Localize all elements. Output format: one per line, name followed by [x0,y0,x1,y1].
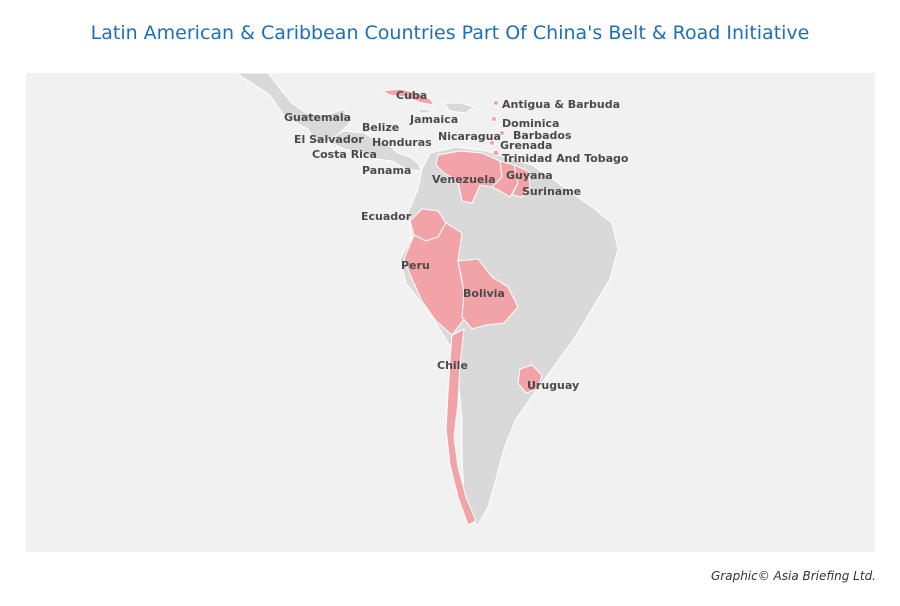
land-jamaica [417,108,431,114]
label-cuba: Cuba [396,89,428,102]
country-barbados [499,130,505,136]
country-dominica [491,116,497,122]
label-uruguay: Uruguay [527,379,580,392]
label-grenada: Grenada [500,139,553,152]
country-venezuela [435,150,503,204]
country-trinidad-tobago [492,149,500,157]
country-suriname [511,164,531,198]
label-venezuela: Venezuela [432,173,496,186]
label-antigua-barbuda: Antigua & Barbuda [502,98,620,111]
label-jamaica: Jamaica [410,113,459,126]
label-peru: Peru [401,259,430,272]
label-barbados: Barbados [513,129,572,142]
land-south-america [399,146,619,526]
country-cuba [380,88,436,106]
label-nicaragua: Nicaragua [438,130,501,143]
label-chile: Chile [437,359,468,372]
label-suriname: Suriname [522,185,582,198]
land-hispaniola [443,102,476,114]
map-panel: Cuba Antigua & Barbuda Guatemala Belize … [26,73,875,552]
country-uruguay [517,364,543,394]
label-dominica: Dominica [502,117,560,130]
country-bolivia [457,258,519,330]
country-peru [403,222,469,336]
map-svg [235,73,619,526]
label-ecuador: Ecuador [361,210,412,223]
land-central-america [324,130,423,172]
graphic-credit: Graphic© Asia Briefing Ltd. [710,569,876,583]
label-costa-rica: Costa Rica [312,148,377,161]
label-belize: Belize [362,121,400,134]
country-chile [445,328,477,526]
country-grenada [489,140,495,146]
map-title: Latin American & Caribbean Countries Par… [90,22,810,44]
label-el-salvador: El Salvador [294,133,364,146]
label-trinidad-tobago: Trinidad And Tobago [502,152,629,165]
label-bolivia: Bolivia [463,287,505,300]
country-antigua-barbuda [493,100,499,106]
label-guatemala: Guatemala [284,111,352,124]
label-honduras: Honduras [372,136,432,149]
label-guyana: Guyana [506,169,553,182]
label-panama: Panama [362,164,412,177]
